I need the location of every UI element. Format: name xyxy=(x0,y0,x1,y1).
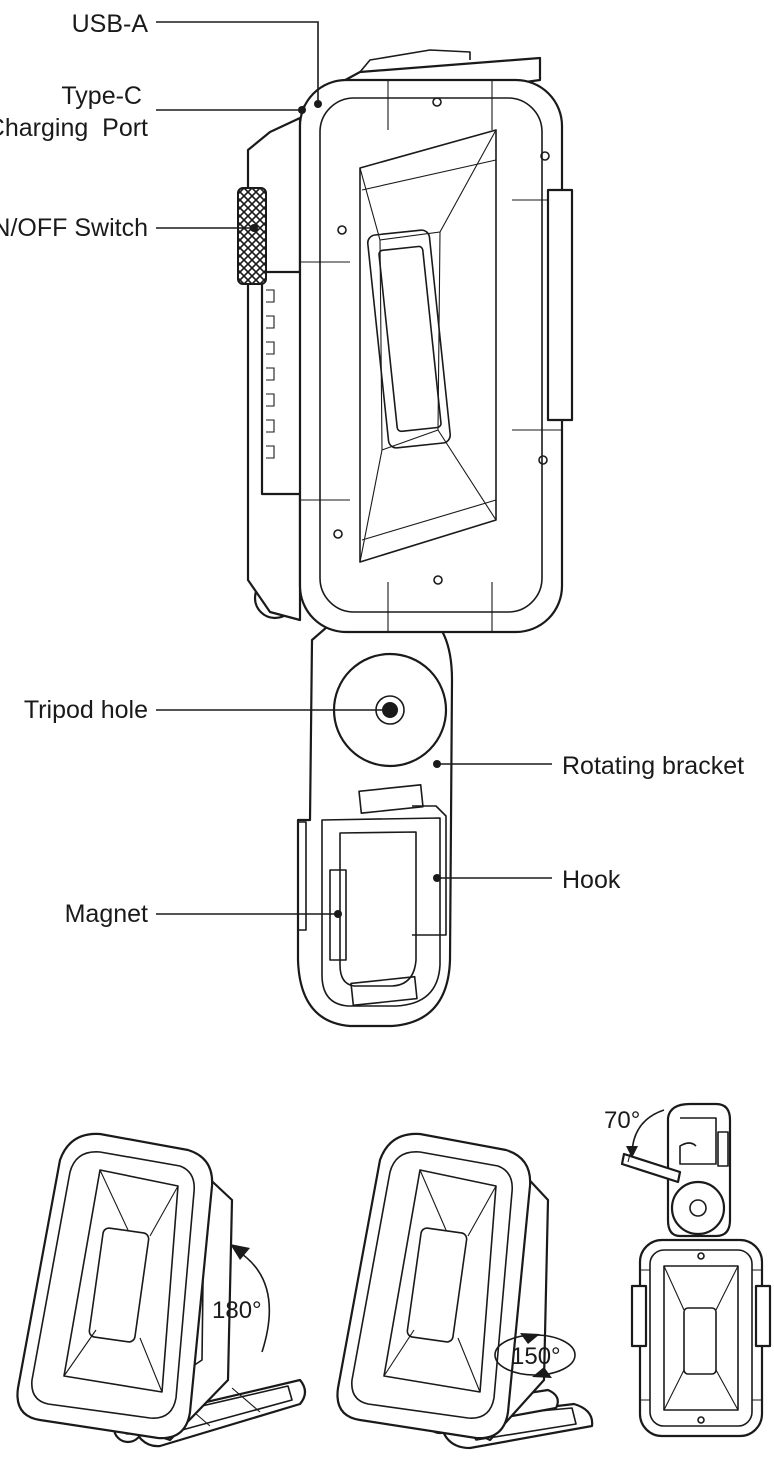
label-magnet: Magnet xyxy=(65,900,148,928)
hook-part xyxy=(412,805,447,936)
led-panel xyxy=(366,229,452,449)
label-tripod-hole: Tripod hole xyxy=(24,696,148,724)
magnet-block xyxy=(329,869,347,961)
view-70: 70° xyxy=(604,1102,772,1438)
labels: USB-A Type-C Charging Port ON/OFF Switch… xyxy=(0,10,744,928)
callouts xyxy=(156,21,552,918)
label-type-c-line2: Charging Port xyxy=(0,114,148,142)
label-type-c-line1: Type-C xyxy=(61,82,142,110)
label-on-off-switch: ON/OFF Switch xyxy=(0,214,148,242)
view-150: 150° xyxy=(336,1132,594,1450)
label-rotating-bracket: Rotating bracket xyxy=(562,752,744,780)
label-hook: Hook xyxy=(562,866,621,894)
angle-150: 150° xyxy=(511,1343,561,1370)
angle-70: 70° xyxy=(604,1107,640,1134)
bracket-window xyxy=(321,817,441,1007)
label-usb-a: USB-A xyxy=(72,10,149,38)
device-body xyxy=(237,49,574,634)
view-180: 180° xyxy=(16,1132,307,1448)
rotating-bracket xyxy=(253,576,454,1028)
on-off-switch xyxy=(237,187,267,285)
main-device-view xyxy=(237,49,574,1028)
front-frame xyxy=(298,78,564,634)
angle-180: 180° xyxy=(212,1297,262,1324)
